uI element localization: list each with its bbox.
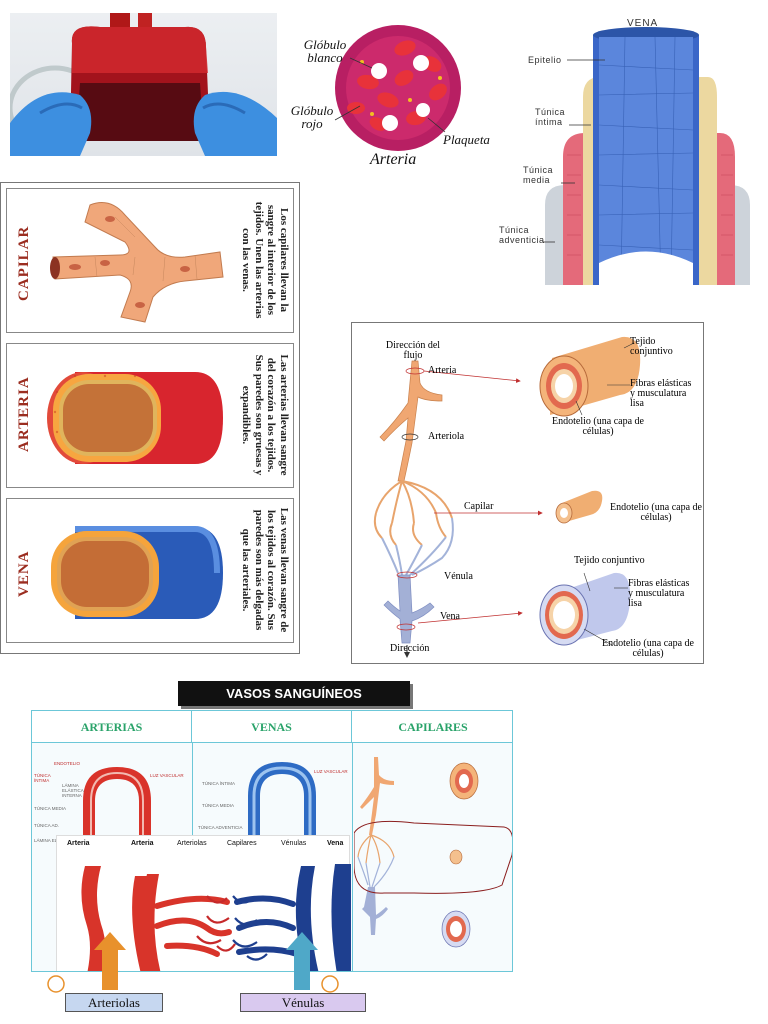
card-vena-title: VENA — [16, 550, 32, 597]
mini-vein-label-1: TÚNICA MEDIA — [202, 803, 235, 808]
flow-fibras-1: Fibras elásticas y musculatura lisa — [630, 378, 692, 409]
pill-venulas-text: Vénulas — [281, 995, 325, 1010]
vein-title: VENA — [627, 18, 659, 29]
pill-arteriolas-text: Arteriolas — [88, 995, 140, 1010]
platelet-label: Plaqueta — [443, 132, 490, 147]
mini-vein-label-0: TÚNICA ÍNTIMA — [202, 781, 236, 786]
vessel-cards: CAPILAR Los capilares llevan la sangre a… — [0, 182, 300, 654]
card-capilar-title: CAPILAR — [16, 225, 32, 301]
mini-artery-label-2: LÁMINA ELÁSTICA INTERNA — [62, 783, 84, 798]
flow-direccion-flujo: Dirección del flujo — [385, 340, 441, 361]
net-arteria-left: Arteria — [67, 840, 90, 847]
net-venulas: Vénulas — [281, 840, 307, 847]
net-vena: Vena — [327, 840, 344, 847]
net-arteria: Arteria — [131, 840, 154, 847]
mini-artery-label-0: ENDOTELIO — [54, 761, 81, 766]
flow-fibras-2: Fibras elásticas y musculatura lisa — [628, 578, 690, 609]
mini-artery-label-3: TÚNICA MEDIA — [34, 806, 67, 811]
vein-label-epitelio: Epitelio — [528, 55, 562, 65]
mini-artery-label-1: TÚNICA ÍNTIMA — [34, 773, 51, 783]
red-cell-label: Glóbulo rojo — [290, 103, 334, 131]
blood-cell-diagram: Glóbulo blanco Glóbulo rojo Plaqueta Art… — [280, 22, 505, 172]
mini-vein-right: LUZ VASCULAR — [314, 769, 348, 774]
card-vena-text: Las venas llevan sangre de los tejidos a… — [240, 507, 290, 633]
vein-layer-diagram: VENA Epitelio Túnica íntima Túnica media… — [495, 15, 755, 285]
header-arterias: ARTERIAS — [80, 720, 143, 734]
card-arteria: ARTERIA Las arterias llevan sangre del c… — [6, 343, 294, 488]
mini-artery-label-4: TÚNICA AD. — [34, 823, 60, 828]
mini-vein-label-2: TÚNICA ADVENTICIA — [198, 825, 243, 830]
vasos-table: ARTERIAS VENAS CAPILARES ENDOTELIO TÚNIC… — [31, 710, 513, 972]
blood-bag-photo — [10, 13, 277, 156]
flow-vena: Vena — [440, 611, 460, 622]
flow-arteria: Arteria — [428, 365, 457, 376]
capillary-cross-section — [555, 490, 603, 524]
flow-arteriola: Arteriola — [428, 431, 465, 442]
card-capilar-text: Los capilares llevan la sangre al interi… — [240, 201, 290, 319]
white-cell-label: Glóbulo blanco — [303, 37, 347, 65]
flow-direccion: Dirección — [390, 643, 430, 654]
flow-endotelio-3: Endotelio (una capa de células) — [602, 638, 694, 659]
arteria-caption: Arteria — [370, 151, 417, 168]
vein-cross-section — [539, 572, 631, 646]
net-capilares: Capilares — [227, 840, 257, 847]
net-arteriolas: Arteriolas — [177, 840, 207, 847]
flow-tejido-conjuntivo-1: Tejido conjuntivo — [630, 336, 673, 357]
flow-diagram: Dirección del flujo Arteria Arteriola Ca… — [351, 322, 704, 664]
card-capilar: CAPILAR Los capilares llevan la sangre a… — [6, 188, 294, 333]
vasos-banner-text: VASOS SANGUÍNEOS — [226, 686, 362, 701]
header-venas: VENAS — [251, 720, 292, 734]
vein-label-adventicia: Túnica adventicia — [499, 225, 545, 245]
pill-venulas: Vénulas — [240, 993, 366, 1012]
mini-artery-label-5: LÁMINA EL. — [34, 838, 59, 843]
vasos-banner: VASOS SANGUÍNEOS — [178, 681, 410, 706]
flow-capilar: Capilar — [464, 501, 494, 512]
flow-tejido-conjuntivo-2: Tejido conjuntivo — [574, 555, 645, 566]
flow-endotelio-2: Endotelio (una capa de células) — [610, 502, 702, 523]
card-arteria-text: Las arterias llevan sangre del corazón a… — [240, 354, 290, 476]
mini-artery-right: LUZ VASCULAR — [150, 773, 184, 778]
vein-label-intima: Túnica íntima — [535, 107, 566, 127]
card-arteria-title: ARTERIA — [16, 376, 32, 452]
card-vena: VENA Las venas llevan sangre de los teji… — [6, 498, 294, 643]
artery-cross-section — [539, 336, 641, 417]
pill-arteriolas: Arteriolas — [65, 993, 163, 1012]
flow-venula: Vénula — [444, 571, 473, 582]
header-capilares: CAPILARES — [398, 720, 468, 734]
pill-arrows — [47, 932, 339, 993]
vein-label-media: Túnica media — [523, 165, 554, 185]
flow-endotelio-1: Endotelio (una capa de células) — [552, 416, 644, 437]
